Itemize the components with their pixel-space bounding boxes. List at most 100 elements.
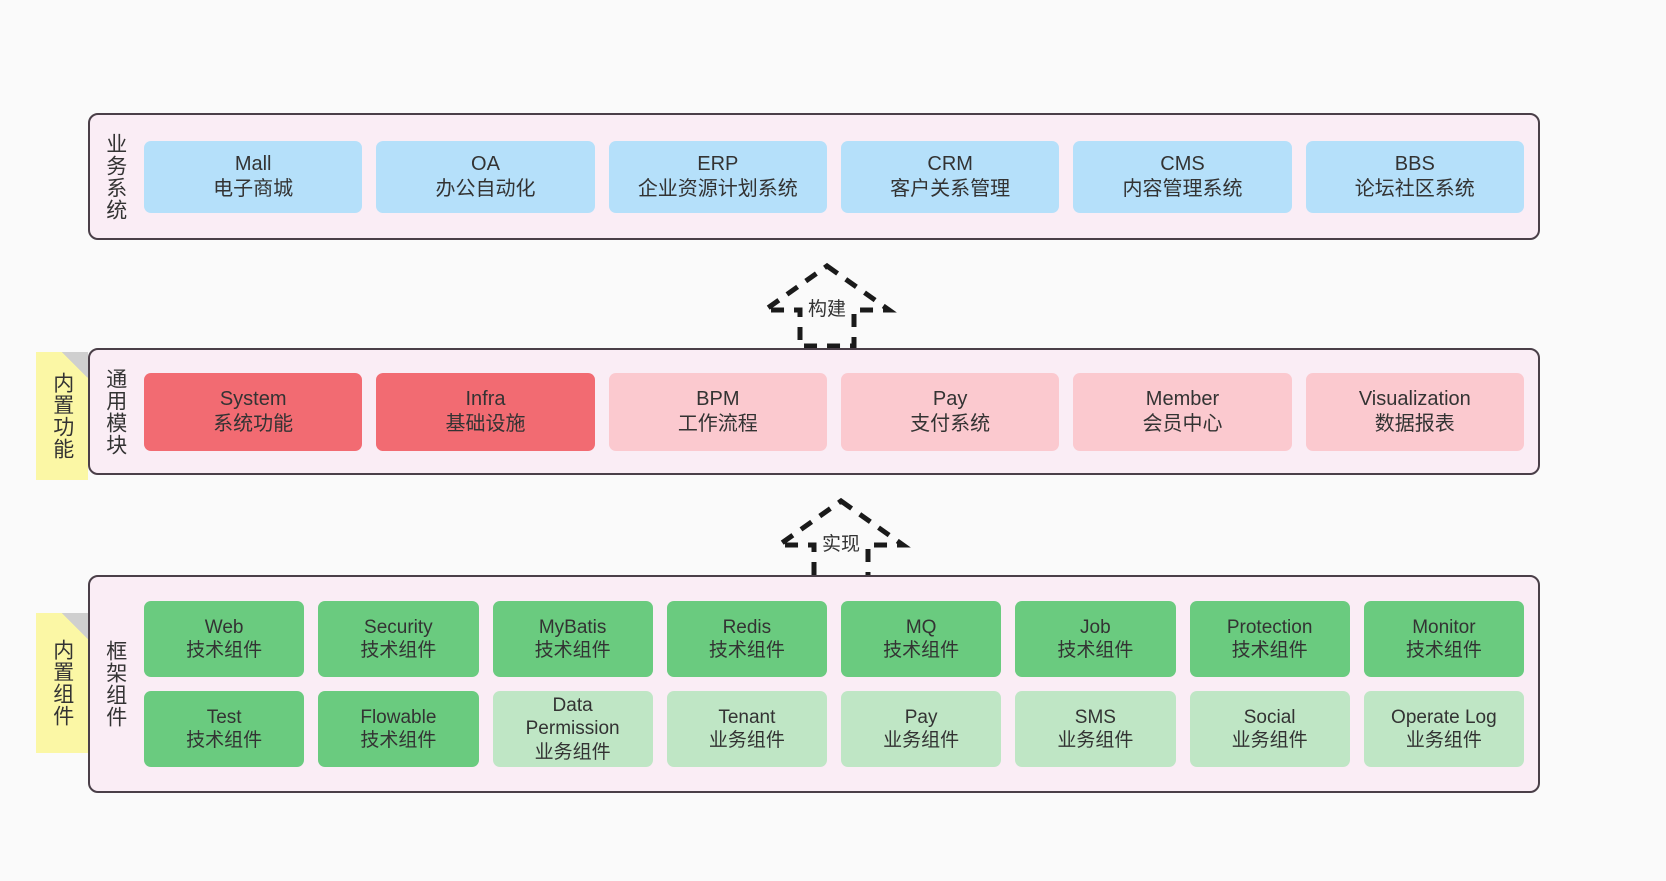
node-oa[interactable]: OA 办公自动化 [376,140,595,213]
node-subtitle: 技术组件 [534,640,611,661]
node-title: Data [552,695,593,717]
layer-title-module: 通用模块 [103,367,127,456]
node-title: Pay [932,388,968,411]
node-subtitle: 技术组件 [708,640,785,661]
node-web[interactable]: Web 技术组件 [144,601,305,677]
framework-node-row-1: Web 技术组件 Security 技术组件 MyBatis 技术组件 Redi… [144,601,1524,677]
connector-build: 构建 [757,262,897,349]
node-subtitle: 技术组件 [360,730,437,751]
node-mall[interactable]: Mall 电子商城 [144,140,363,213]
node-subtitle: 内容管理系统 [1122,177,1243,200]
sticky-note-builtin-function: 内置功能 [36,352,88,480]
layer-business-systems: 业务系统 Mall 电子商城 OA 办公自动化 ERP 企业资源计划系统 CRM [88,113,1540,240]
node-subtitle: 技术组件 [186,640,263,661]
node-monitor[interactable]: Monitor 技术组件 [1363,601,1524,677]
node-sms[interactable]: SMS 业务组件 [1015,691,1176,767]
node-mq[interactable]: MQ 技术组件 [841,601,1002,677]
node-crm[interactable]: CRM 客户关系管理 [840,140,1060,213]
node-title: Visualization [1358,388,1471,411]
node-title: System [219,388,287,411]
sticky-note-text: 内置功能 [50,372,74,460]
node-subtitle: 技术组件 [186,730,263,751]
node-title: Social [1243,706,1296,728]
module-node-row: System 系统功能 Infra 基础设施 BPM 工作流程 Pay 支付系统… [144,372,1524,451]
node-title: OA [471,153,500,176]
node-cms[interactable]: CMS 内容管理系统 [1073,140,1292,213]
node-infra[interactable]: Infra 基础设施 [376,372,595,451]
node-operate-log[interactable]: Operate Log 业务组件 [1363,691,1524,767]
node-subtitle: 论坛社区系统 [1354,177,1475,200]
node-title: Job [1080,616,1111,638]
node-system[interactable]: System 系统功能 [144,372,363,451]
node-visualization[interactable]: Visualization 数据报表 [1305,372,1524,451]
node-pay-module[interactable]: Pay 支付系统 [840,372,1060,451]
business-node-row: Mall 电子商城 OA 办公自动化 ERP 企业资源计划系统 CRM 客户关系… [144,140,1524,213]
node-bbs[interactable]: BBS 论坛社区系统 [1305,140,1524,213]
node-security[interactable]: Security 技术组件 [318,601,479,677]
node-subtitle: 业务组件 [1057,730,1134,751]
node-title-cont: Permission [525,718,620,740]
node-subtitle: 技术组件 [883,640,960,661]
node-title: Mall [234,153,272,176]
node-pay-component[interactable]: Pay 业务组件 [841,691,1002,767]
sticky-note-builtin-component: 内置组件 [36,613,88,753]
node-subtitle: 业务组件 [1231,730,1308,751]
node-title: CMS [1160,153,1205,176]
node-subtitle: 业务组件 [883,730,960,751]
layer-body-business: Mall 电子商城 OA 办公自动化 ERP 企业资源计划系统 CRM 客户关系… [140,115,1538,238]
node-subtitle: 技术组件 [1057,640,1134,661]
node-subtitle: 办公自动化 [435,177,536,200]
node-job[interactable]: Job 技术组件 [1015,601,1176,677]
node-subtitle: 系统功能 [213,412,294,435]
node-redis[interactable]: Redis 技术组件 [666,601,827,677]
node-subtitle: 支付系统 [910,412,991,435]
sticky-note-text: 内置组件 [50,639,74,727]
node-subtitle: 工作流程 [677,412,758,435]
node-subtitle: 技术组件 [1231,640,1308,661]
node-title: BBS [1394,153,1435,176]
node-title: Infra [465,388,506,411]
node-subtitle: 企业资源计划系统 [637,177,798,200]
framework-node-row-2: Test 技术组件 Flowable 技术组件 Data Permission … [144,691,1524,767]
node-subtitle: 客户关系管理 [890,177,1011,200]
node-title: Tenant [718,706,776,728]
node-subtitle: 业务组件 [708,730,785,751]
layer-body-module: System 系统功能 Infra 基础设施 BPM 工作流程 Pay 支付系统… [140,350,1538,473]
node-member[interactable]: Member 会员中心 [1073,372,1292,451]
node-title: Security [364,616,433,638]
node-protection[interactable]: Protection 技术组件 [1189,601,1350,677]
node-social[interactable]: Social 业务组件 [1189,691,1350,767]
node-erp[interactable]: ERP 企业资源计划系统 [608,140,827,213]
layer-title-framework: 框架组件 [103,640,127,728]
layer-title-business: 业务系统 [103,132,127,221]
node-title: Redis [722,616,772,638]
node-tenant[interactable]: Tenant 业务组件 [666,691,827,767]
node-title: MQ [905,616,937,638]
node-title: Monitor [1412,616,1476,638]
node-subtitle: 基础设施 [445,412,526,435]
node-subtitle: 数据报表 [1374,412,1455,435]
node-data-permission[interactable]: Data Permission 业务组件 [492,691,653,767]
node-subtitle: 电子商城 [213,177,294,200]
node-title: MyBatis [538,616,607,638]
node-title: Pay [904,706,938,728]
node-mybatis[interactable]: MyBatis 技术组件 [492,601,653,677]
node-title: Protection [1226,616,1313,638]
layer-common-modules: 通用模块 System 系统功能 Infra 基础设施 BPM 工作流程 Pay [88,348,1540,475]
node-subtitle: 业务组件 [534,741,611,763]
node-subtitle: 技术组件 [360,640,437,661]
connector-build-label: 构建 [805,294,849,321]
connector-implement: 实现 [771,497,911,584]
node-title: Web [204,616,244,638]
connector-implement-label: 实现 [819,529,863,556]
node-title: SMS [1074,706,1116,728]
node-flowable[interactable]: Flowable 技术组件 [318,691,479,767]
node-title: BPM [696,388,740,411]
node-bpm[interactable]: BPM 工作流程 [608,372,827,451]
node-title: Test [206,706,242,728]
layer-framework-components: 框架组件 Web 技术组件 Security 技术组件 MyBatis 技术组件… [88,575,1540,793]
node-subtitle: 业务组件 [1405,730,1482,751]
node-test[interactable]: Test 技术组件 [144,691,305,767]
node-subtitle: 技术组件 [1405,640,1482,661]
